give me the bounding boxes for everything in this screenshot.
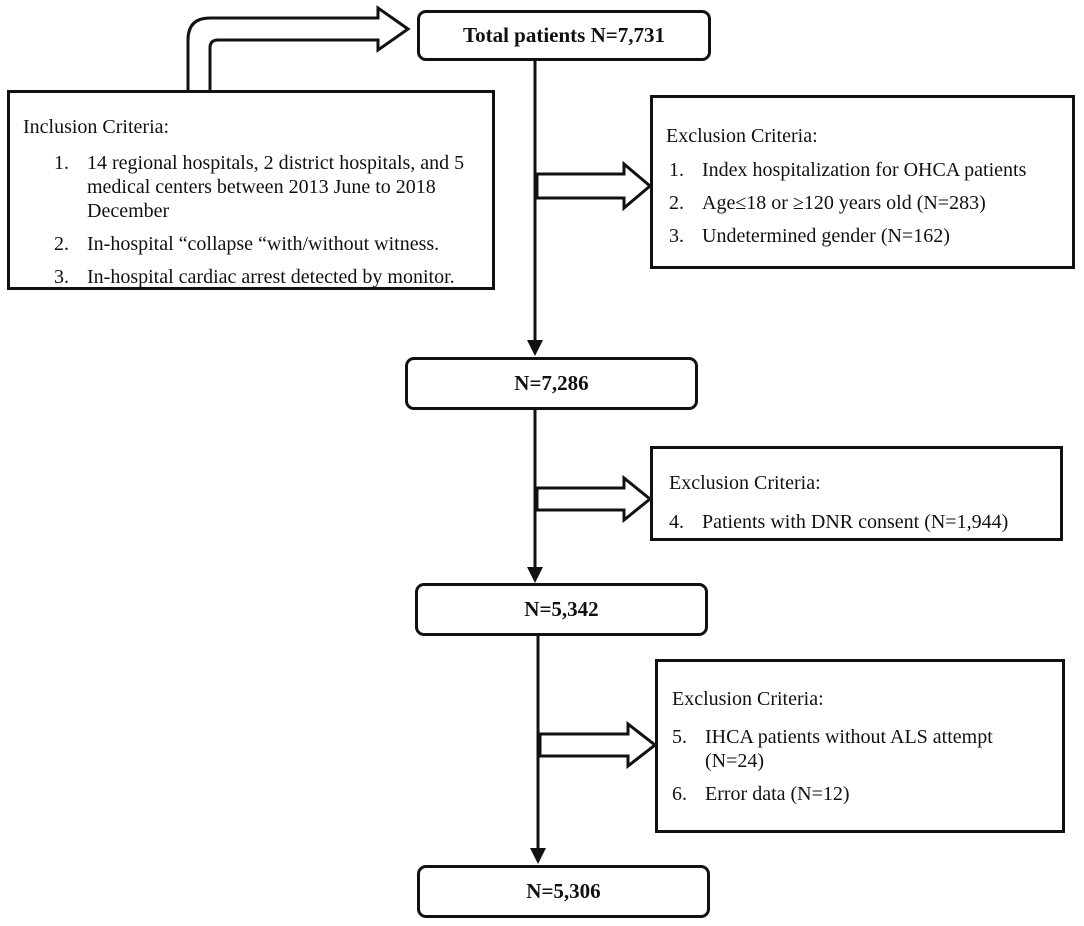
item-number: 6. [672, 783, 687, 805]
item-text: Undetermined gender (N=162) [702, 225, 950, 247]
item-text: In-hospital cardiac arrest detected by m… [87, 266, 455, 288]
item-number: 3. [54, 266, 69, 288]
exclusion-arrow-3 [538, 720, 658, 770]
inclusion-bent-arrow [186, 5, 411, 94]
inclusion-item: 2. In-hospital “collapse “with/without w… [54, 232, 479, 256]
item-number: 2. [54, 233, 69, 255]
item-number: 1. [669, 159, 684, 181]
exclusion-item: 1. Index hospitalization for OHCA patien… [669, 158, 1069, 182]
count-label-2: N=5,342 [524, 597, 599, 621]
inclusion-list: 1. 14 regional hospitals, 2 district hos… [54, 151, 479, 298]
final-count-box: N=5,306 [417, 865, 710, 918]
arrowhead-2 [527, 567, 543, 583]
item-text: 14 regional hospitals, 2 district hospit… [87, 152, 465, 222]
inclusion-item: 3. In-hospital cardiac arrest detected b… [54, 265, 479, 289]
final-count-label: N=5,306 [526, 879, 601, 903]
arrowhead-3 [530, 848, 546, 864]
total-patients-label: Total patients N=7,731 [463, 23, 665, 47]
exclusion-list-1: 1. Index hospitalization for OHCA patien… [669, 158, 1069, 257]
exclusion-item: 6. Error data (N=12) [672, 782, 1032, 806]
item-text: Index hospitalization for OHCA patients [702, 159, 1027, 181]
item-number: 5. [672, 726, 687, 748]
count-box-2: N=5,342 [415, 583, 708, 636]
exclusion-criteria-box-3: Exclusion Criteria: 5. IHCA patients wit… [655, 659, 1065, 833]
item-text: Age≤18 or ≥120 years old (N=283) [702, 192, 986, 214]
exclusion-heading-3: Exclusion Criteria: [672, 688, 824, 710]
exclusion-list-2: 4. Patients with DNR consent (N=1,944) [669, 510, 1059, 543]
item-number: 4. [669, 511, 684, 533]
item-text: IHCA patients without ALS attempt (N=24) [705, 726, 993, 772]
inclusion-criteria-box: Inclusion Criteria: 1. 14 regional hospi… [7, 90, 495, 290]
exclusion-heading-2: Exclusion Criteria: [669, 472, 821, 494]
item-number: 2. [669, 192, 684, 214]
item-number: 1. [54, 152, 69, 174]
exclusion-criteria-box-2: Exclusion Criteria: 4. Patients with DNR… [650, 446, 1063, 541]
exclusion-arrow-2 [535, 474, 653, 524]
item-number: 3. [669, 225, 684, 247]
exclusion-list-3: 5. IHCA patients without ALS attempt (N=… [672, 725, 1032, 815]
count-label-1: N=7,286 [514, 371, 589, 395]
exclusion-item: 3. Undetermined gender (N=162) [669, 224, 1069, 248]
count-box-1: N=7,286 [405, 357, 698, 410]
total-patients-box: Total patients N=7,731 [417, 10, 711, 61]
exclusion-item: 5. IHCA patients without ALS attempt (N=… [672, 725, 1032, 773]
exclusion-item: 2. Age≤18 or ≥120 years old (N=283) [669, 191, 1069, 215]
exclusion-arrow-1 [535, 160, 653, 212]
exclusion-criteria-box-1: Exclusion Criteria: 1. Index hospitaliza… [650, 95, 1075, 269]
exclusion-heading-1: Exclusion Criteria: [666, 125, 818, 147]
item-text: In-hospital “collapse “with/without witn… [87, 233, 440, 255]
exclusion-item: 4. Patients with DNR consent (N=1,944) [669, 510, 1059, 534]
arrowhead-1 [527, 340, 543, 356]
inclusion-item: 1. 14 regional hospitals, 2 district hos… [54, 151, 479, 223]
inclusion-heading: Inclusion Criteria: [23, 116, 170, 138]
item-text: Patients with DNR consent (N=1,944) [702, 511, 1009, 533]
item-text: Error data (N=12) [705, 783, 850, 805]
